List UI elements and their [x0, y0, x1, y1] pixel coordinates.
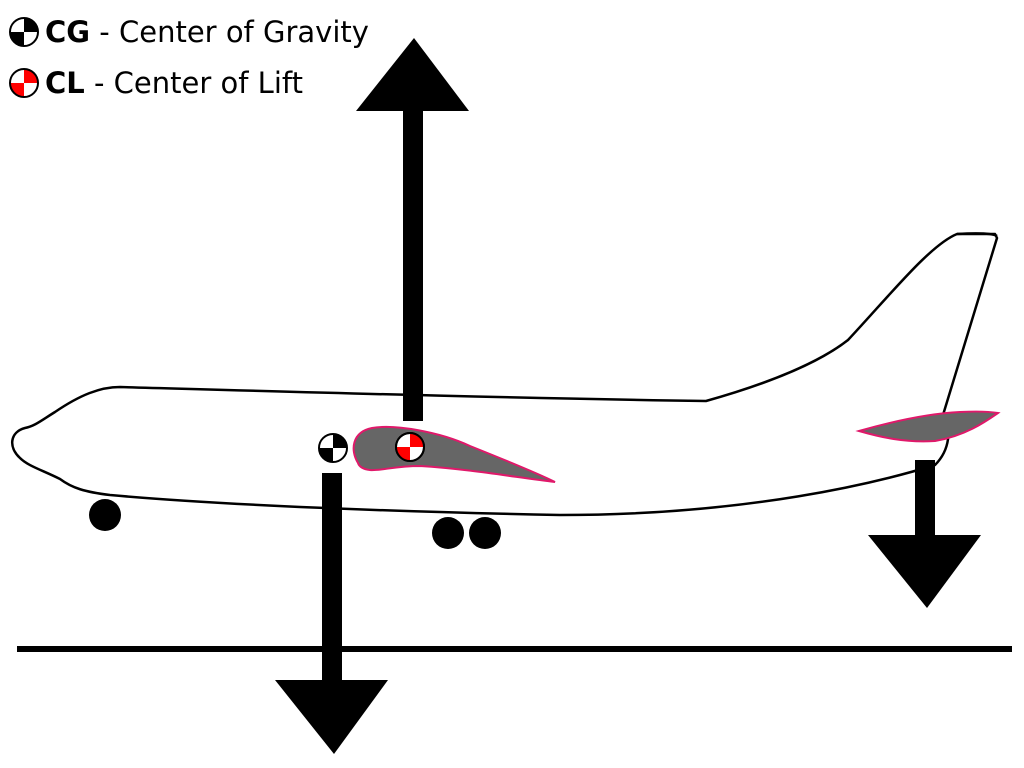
cl-marker-icon — [9, 68, 39, 98]
legend-item-cl: CL - Center of Lift — [8, 65, 369, 101]
legend-label: - Center of Lift — [84, 66, 303, 100]
legend-item-cg: CG - Center of Gravity — [8, 14, 369, 50]
main-wing-airfoil — [352, 425, 556, 483]
tail-fin-tip — [956, 232, 998, 238]
cg-marker-icon — [9, 17, 39, 47]
lift-arrow — [356, 38, 469, 421]
legend-abbr: CG — [45, 15, 91, 49]
horizontal-stabilizer-airfoil — [855, 410, 1001, 443]
main-wheel-right — [469, 517, 501, 549]
legend-abbr: CL — [45, 66, 85, 100]
legend: CG - Center of Gravity CL - Center of Li… — [8, 14, 369, 116]
nose-wheel — [89, 499, 121, 531]
tail-downforce-arrow — [868, 460, 981, 608]
weight-arrow — [275, 473, 388, 754]
main-wheel-left — [432, 517, 464, 549]
fuselage-outline — [11, 232, 999, 517]
cl-marker-icon — [395, 432, 425, 462]
legend-label: - Center of Gravity — [90, 15, 369, 49]
cg-marker-icon — [318, 433, 348, 463]
